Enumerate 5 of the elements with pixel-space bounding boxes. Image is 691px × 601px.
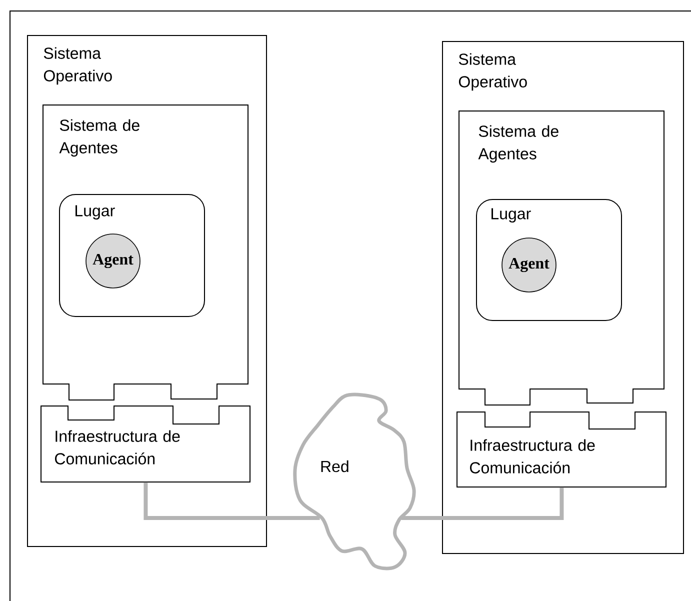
infrastructure-box: Infraestructura de Comunicación [40, 406, 250, 482]
connection-line [401, 487, 564, 520]
connection-line [144, 482, 320, 520]
infrastructure-box: Infraestructura de Comunicación [456, 412, 666, 488]
network-cloud: Red [293, 392, 416, 570]
